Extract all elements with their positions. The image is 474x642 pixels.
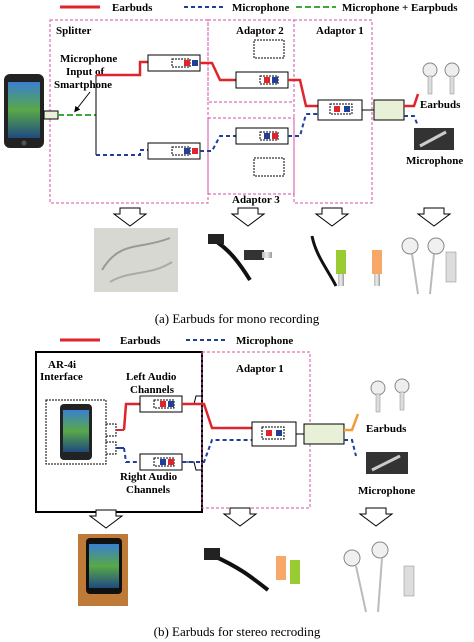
down-arrow-icon (230, 207, 266, 227)
adaptor1-region (293, 19, 373, 204)
right-channels-label-2: Channels (126, 484, 171, 496)
adaptor2-plug (235, 71, 289, 89)
down-arrow-icon (358, 507, 394, 527)
adaptor1-body (373, 99, 405, 121)
earbuds-out-wire (404, 93, 420, 108)
bottom-mic-out-wire (344, 439, 357, 457)
top-legend: Earbuds Microphone Microphone + Earpbuds (60, 2, 458, 14)
top-microphone-label: Microphone (406, 155, 463, 167)
mic-input-pointer (74, 91, 91, 113)
audio-adaptor-cable-icon (204, 548, 300, 592)
bottom-microphone-label: Microphone (358, 485, 415, 497)
down-arrow-icon (222, 507, 258, 527)
bottom-earbuds-label: Earbuds (366, 423, 407, 435)
left-channels-label-2: Channels (130, 384, 175, 396)
top-earbuds-label: Earbuds (420, 99, 461, 111)
earbuds-icon (401, 237, 457, 295)
interface-label-1: AR-4i (48, 359, 76, 371)
down-arrow-icon (88, 509, 124, 529)
legend-earbuds-label: Earbuds (112, 2, 153, 14)
adaptor2-jack-box (253, 39, 285, 59)
audio-adaptor-cable-icon (310, 235, 382, 287)
adaptor3-region (207, 117, 295, 195)
mic-input-label-3: Smartphone (54, 79, 112, 91)
earbuds-icon (343, 541, 415, 613)
audio-adaptor-cable-icon (208, 234, 272, 282)
adaptor3-label: Adaptor 3 (232, 194, 280, 206)
mic-input-label-2: Input of (66, 66, 105, 78)
mic-input-label-1: Microphone (60, 53, 117, 65)
bottom-adaptor1-plug (251, 421, 297, 447)
microphone-photo-icon (366, 452, 408, 474)
legend-microphone-label: Microphone (232, 2, 289, 14)
interface-label-2: Interface (40, 371, 83, 383)
down-arrow-icon (314, 207, 350, 227)
splitter-region (49, 19, 209, 204)
adaptor2-label: Adaptor 2 (236, 25, 284, 37)
right-channels-label-1: Right Audio (120, 471, 178, 483)
bottom-legend-microphone-label: Microphone (236, 335, 293, 347)
microphone-photo-icon (414, 128, 454, 150)
down-arrow-icon (416, 207, 452, 227)
top-diagram: Earbuds Microphone Microphone + Earpbuds… (4, 2, 463, 326)
ar4i-interface-icon (78, 534, 128, 606)
phone-plug (43, 110, 59, 120)
bottom-adaptor1-label: Adaptor 1 (236, 363, 284, 375)
mic-out-wire (404, 115, 419, 127)
adaptor3-plug (235, 127, 289, 145)
bottom-diagram: Earbuds Microphone AR-4i Interface Adapt… (35, 335, 415, 639)
bottom-legend-earbuds-label: Earbuds (120, 335, 161, 347)
bottom-adaptor1-body (303, 423, 345, 445)
bottom-earbuds-out-wire (344, 413, 360, 432)
earbuds-icon (422, 62, 460, 95)
adaptor3-jack-box (253, 157, 285, 177)
adaptor1-label: Adaptor 1 (316, 25, 364, 37)
legend-combined-label: Microphone + Earpbuds (342, 2, 458, 14)
splitter-label: Splitter (56, 25, 92, 37)
smartphone-icon (4, 74, 44, 148)
splitter-cable-icon (94, 228, 178, 292)
caption-a: (a) Earbuds for mono recording (155, 311, 320, 326)
left-channels-label-1: Left Audio (126, 371, 177, 383)
splitter-microphone-wire (96, 149, 148, 156)
smartphone-icon (60, 404, 92, 460)
down-arrow-icon (112, 207, 148, 227)
splitter-earbuds-wire (96, 60, 148, 77)
earbuds-icon (370, 378, 410, 413)
caption-b: (b) Earbuds for stereo recroding (154, 624, 321, 639)
